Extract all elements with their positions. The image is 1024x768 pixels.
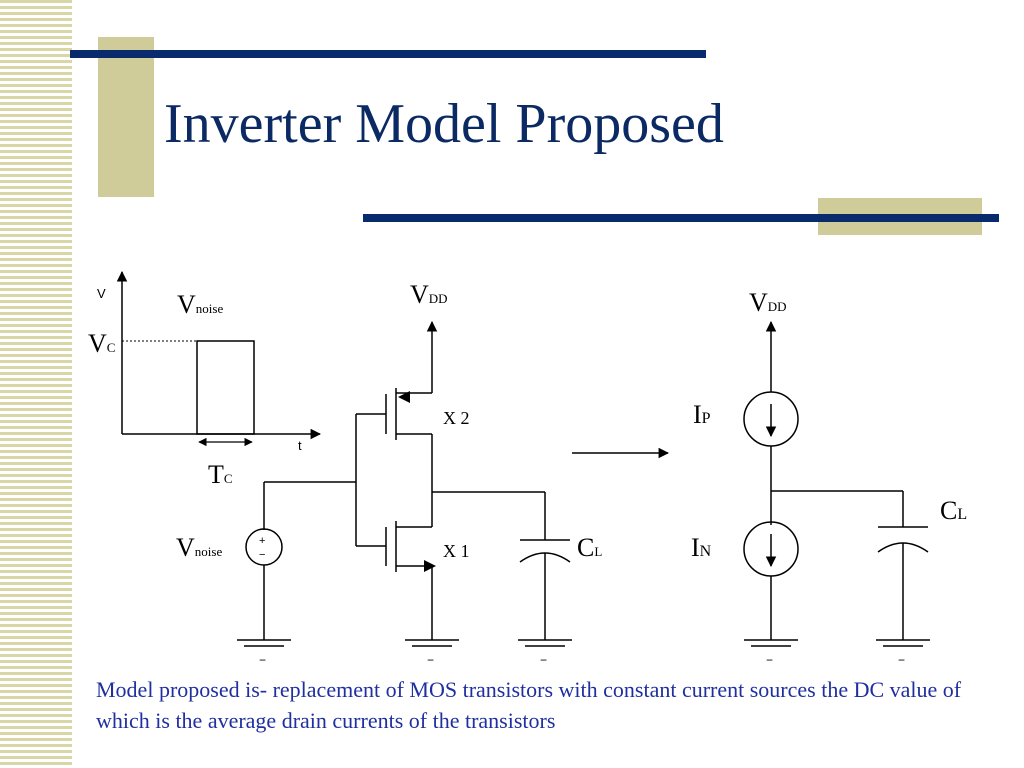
- accent-bar-bottom: [363, 214, 999, 222]
- ground-symbol: [518, 639, 572, 647]
- pmos-arrow: [398, 391, 410, 403]
- tc-width-label: TC: [208, 460, 233, 489]
- vc-level-label: VC: [88, 329, 115, 358]
- accent-block-left: [98, 37, 154, 197]
- source-minus-sign: −: [259, 549, 265, 561]
- model-cl-label: CL: [940, 496, 967, 525]
- waveform-y-label: V: [97, 286, 106, 301]
- vnoise-plot-label: Vnoise: [177, 290, 223, 319]
- noise-waveform: [116, 270, 322, 447]
- model-vdd-label: VDD: [749, 288, 787, 317]
- nmos-arrow: [424, 560, 436, 572]
- ground-symbol: [876, 639, 930, 647]
- nmos-label: X 1: [443, 541, 470, 561]
- circuit-diagram: V t Vnoise VC TC: [88, 270, 967, 667]
- accent-bar-top: [70, 50, 706, 58]
- pmos-label: X 2: [443, 408, 470, 428]
- decorative-stripes: [0, 0, 72, 768]
- ground-minus: −: [898, 653, 905, 667]
- ground-minus: −: [427, 653, 434, 667]
- cmos-inverter: [237, 320, 670, 647]
- ground-minus: −: [540, 653, 547, 667]
- ground-minus: −: [259, 653, 266, 667]
- current-source-model: [743, 320, 930, 647]
- noise-pulse: [196, 340, 255, 435]
- ground-minus: −: [766, 653, 773, 667]
- ground-symbol: [744, 639, 798, 647]
- slide-caption: Model proposed is- replacement of MOS tr…: [96, 677, 962, 733]
- in-label: IN: [691, 533, 712, 562]
- source-plus-sign: +: [259, 535, 265, 547]
- ground-symbol: [237, 639, 291, 647]
- slide-title: Inverter Model Proposed: [164, 93, 724, 155]
- cl-label: CL: [577, 533, 602, 562]
- vnoise-source-label: Vnoise: [176, 533, 222, 562]
- vdd-label: VDD: [410, 280, 448, 309]
- ip-label: IP: [693, 400, 711, 429]
- ground-symbol: [405, 639, 459, 647]
- waveform-x-label: t: [298, 438, 302, 453]
